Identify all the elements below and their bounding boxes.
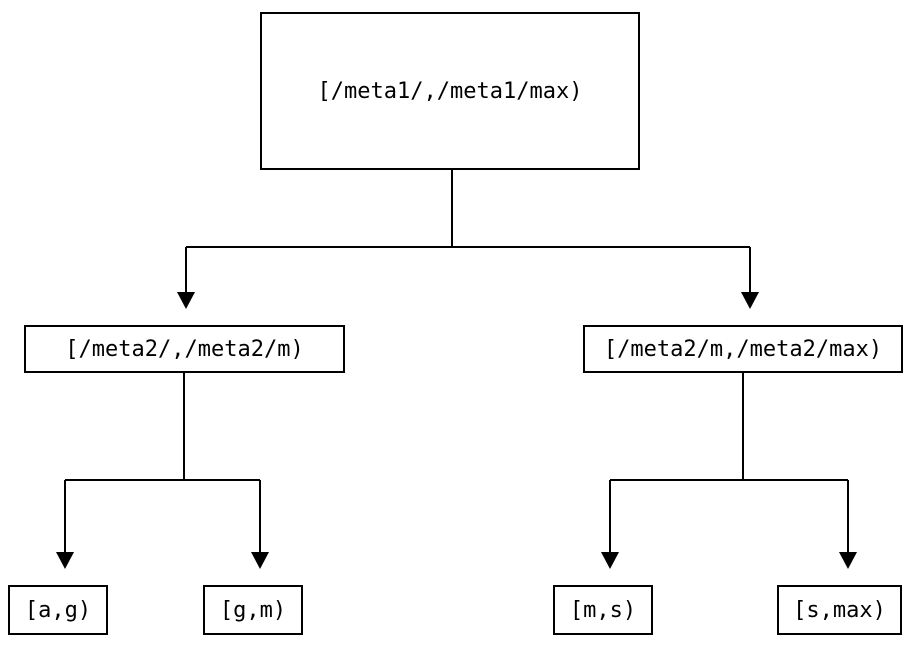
node-right-meta2-range: [/meta2/m,/meta2/max)	[583, 325, 903, 373]
arrow-down-icon	[251, 552, 269, 569]
arrow-down-icon	[177, 292, 195, 309]
node-leaf-m-s: [m,s)	[553, 585, 653, 635]
node-leaf-a-g: [a,g)	[8, 585, 108, 635]
node-leaf-s-max: [s,max)	[777, 585, 902, 635]
arrow-down-icon	[839, 552, 857, 569]
arrow-down-icon	[56, 552, 74, 569]
arrow-down-icon	[601, 552, 619, 569]
arrow-down-icon	[741, 292, 759, 309]
node-root-meta1-range: [/meta1/,/meta1/max)	[260, 12, 640, 170]
node-leaf-g-m: [g,m)	[203, 585, 303, 635]
node-left-meta2-range: [/meta2/,/meta2/m)	[24, 325, 345, 373]
